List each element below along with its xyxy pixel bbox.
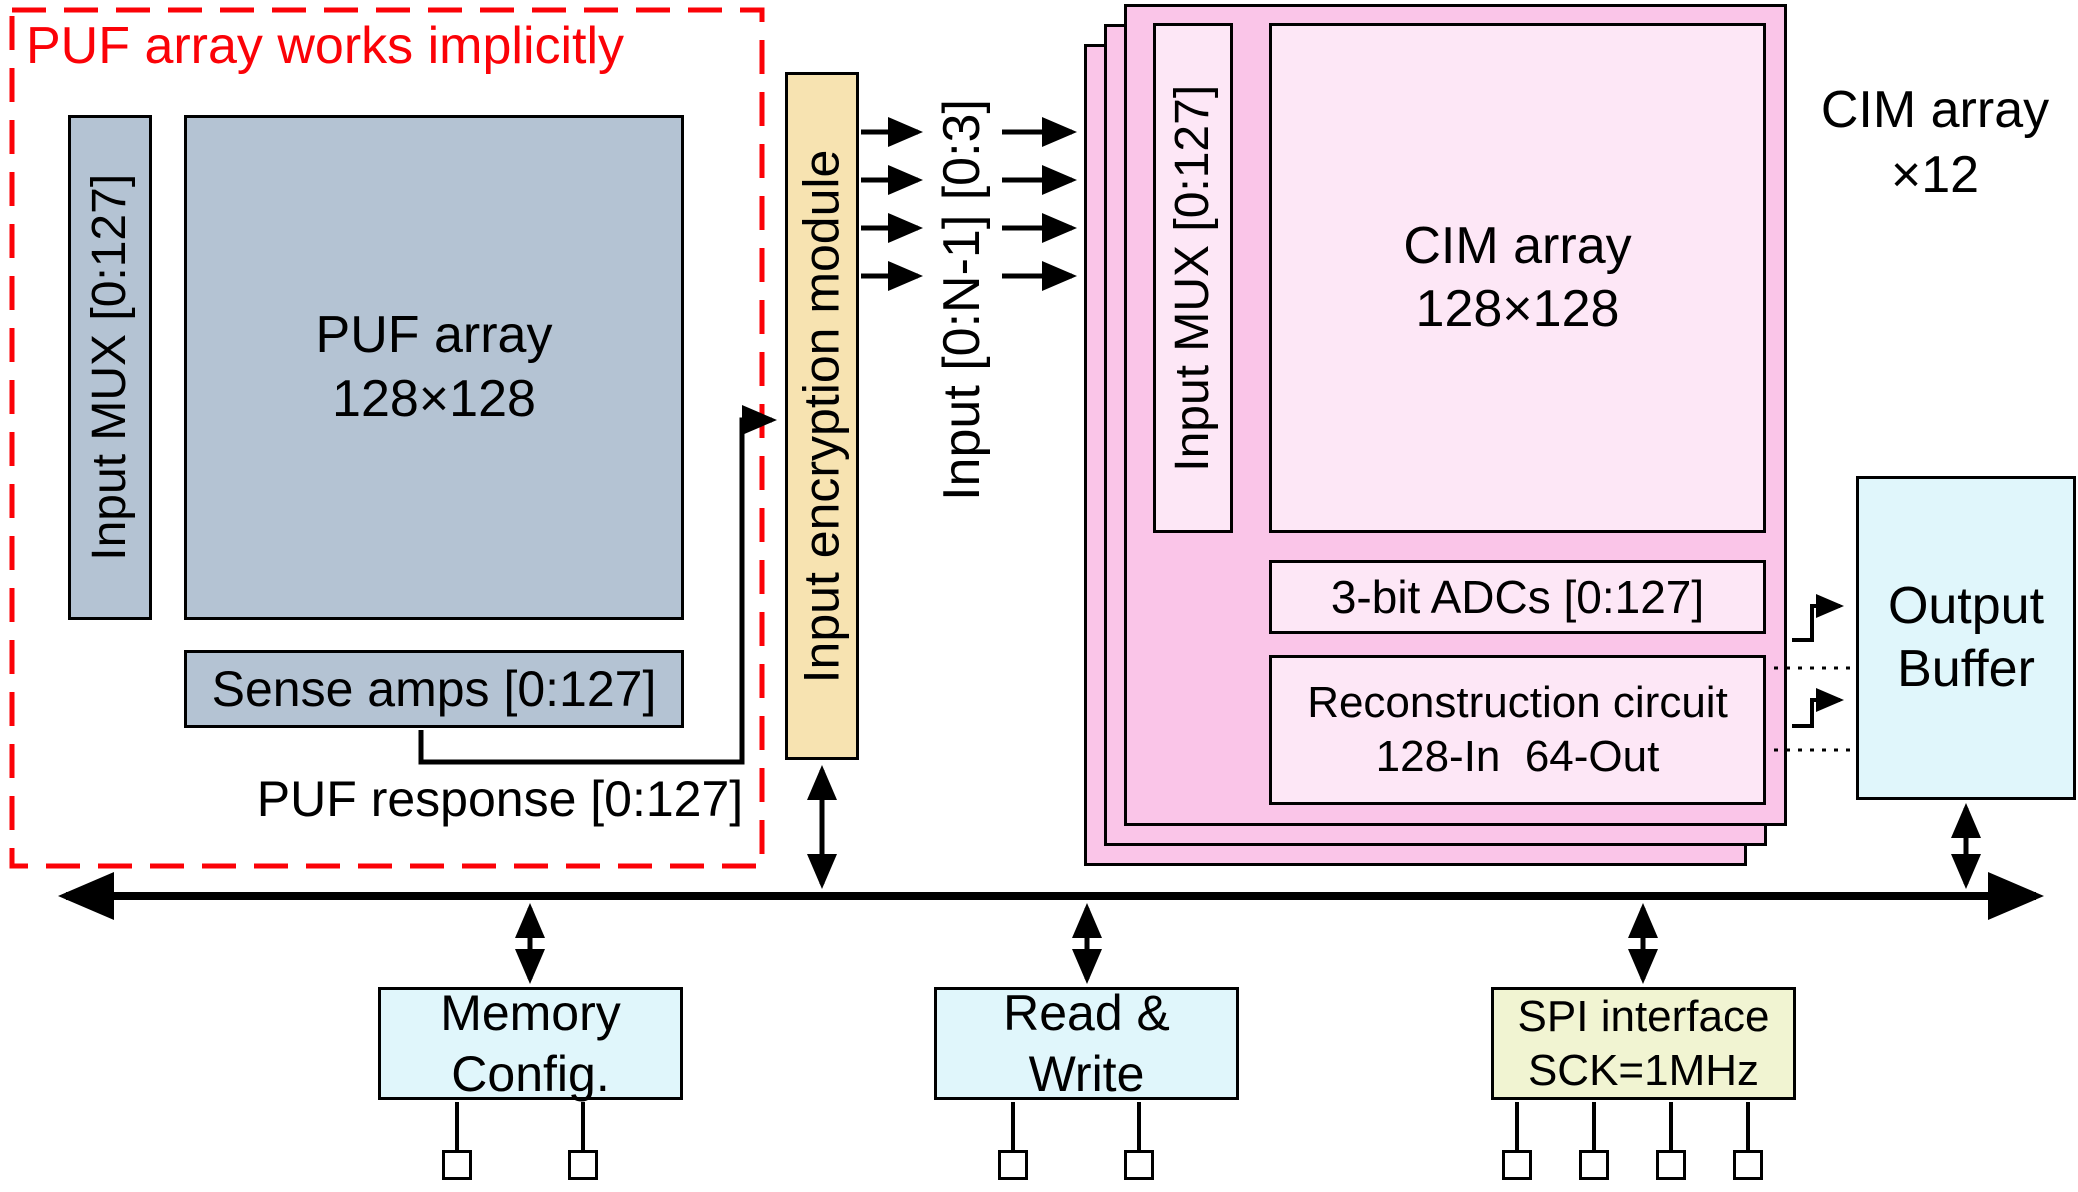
cim-array-label-line2: 128×128 [1415,280,1620,338]
read-write-pin-2 [1124,1150,1154,1180]
output-buffer-box: Output Buffer [1856,476,2076,800]
reconstruction-circuit-box: Reconstruction circuit 128-In 64-Out [1269,655,1766,805]
read-write-label-line2: Write [1028,1045,1145,1102]
spi-pin-3 [1656,1150,1686,1180]
input-encryption-module-label: Input encryption module [793,149,850,683]
spi-interface-label-line1: SPI interface [1517,991,1770,1041]
read-write-box: Read & Write [934,985,1239,1102]
adc-box: 3-bit ADCs [0:127] [1269,560,1766,634]
spi-interface-box: SPI interface SCK=1MHz [1491,987,1796,1100]
puf-array-box: PUF array 128×128 [184,115,684,620]
cim-stack-count-label: CIM array ×12 [1800,78,2070,208]
memory-config-box: Memory Config. [378,985,683,1102]
puf-input-mux-box: Input MUX [0:127] [68,115,152,620]
memory-config-label-line1: Memory [440,984,621,1041]
recon-to-output-arrow-1 [1792,594,1844,642]
memory-config-label-line2: Config. [451,1045,610,1102]
input-encryption-module-box: Input encryption module [785,72,859,760]
cim-stack-count-line1: CIM array [1820,81,2050,139]
puf-input-mux-label: Input MUX [0:127] [82,174,136,561]
input-bus-label-container: Input [0:N-1] [0:3] [920,90,1004,510]
cim-stack-layer-front: Input MUX [0:127] CIM array 128×128 3-bi… [1124,4,1787,826]
puf-array-label-line2: 128×128 [332,369,536,428]
cim-input-mux-label: Input MUX [0:127] [1165,84,1219,472]
cim-array-label-line1: CIM array [1403,216,1632,275]
spi-pin-1 [1502,1150,1532,1180]
encryption-output-arrows [861,117,923,291]
cim-array-box: CIM array 128×128 [1269,23,1766,533]
memory-pin-1 [442,1150,472,1180]
reconstruction-label-line1: Reconstruction circuit [1307,678,1728,728]
puf-response-label: PUF response [0:127] [256,771,744,827]
cim-input-arrows [1002,117,1077,291]
spi-pin-4 [1733,1150,1763,1180]
puf-section-title: PUF array works implicitly [26,17,625,75]
sense-amps-label: Sense amps [0:127] [211,660,657,717]
recon-to-output-arrow-2 [1792,688,1844,728]
reconstruction-label-line2: 128-In 64-Out [1375,732,1660,781]
spi-pin-2 [1579,1150,1609,1180]
output-buffer-label-line1: Output [1887,576,2045,635]
spi-interface-label-line2: SCK=1MHz [1527,1045,1760,1095]
read-write-label-line1: Read & [1003,984,1170,1041]
pin-stems [455,1102,1750,1150]
read-write-pin-1 [998,1150,1028,1180]
cim-stack-count-line2: ×12 [1890,146,1980,204]
adc-label: 3-bit ADCs [0:127] [1330,570,1705,623]
cim-input-mux-box: Input MUX [0:127] [1153,23,1233,533]
input-bus-label: Input [0:N-1] [0:3] [933,99,991,501]
sense-amps-box: Sense amps [0:127] [184,650,684,728]
output-buffer-label-line2: Buffer [1897,640,2035,698]
memory-pin-2 [568,1150,598,1180]
puf-array-label-line1: PUF array [315,306,553,365]
